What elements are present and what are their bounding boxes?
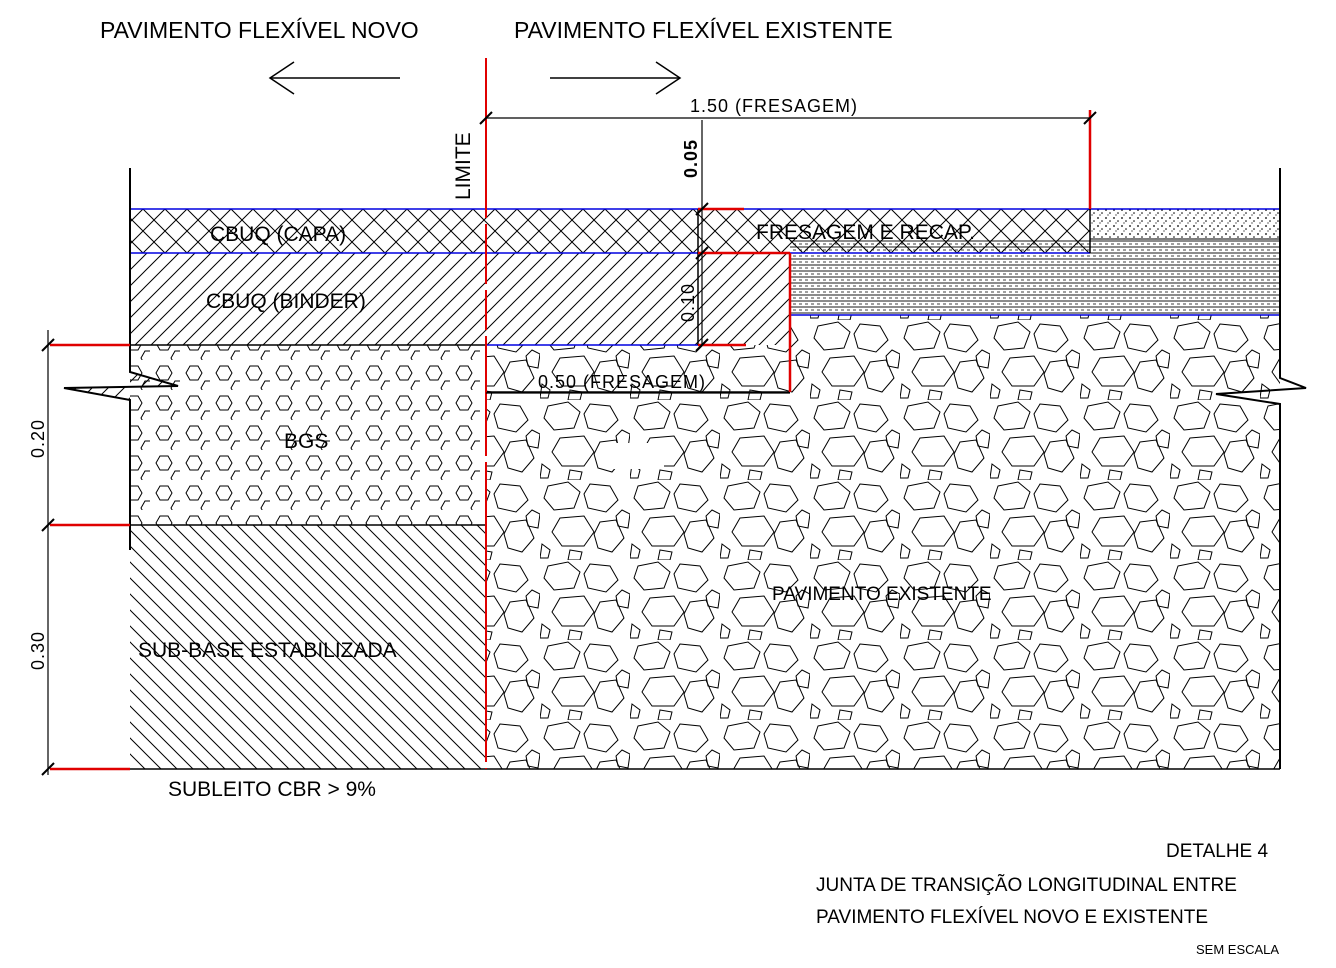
binder-layer [130, 253, 790, 345]
milling-base-dim-text: 0.50 (FRESAGEM) [538, 372, 706, 392]
subbase-layer [130, 525, 486, 769]
existing-pavement-base [486, 315, 1280, 769]
bgs-layer [130, 345, 486, 525]
right-section-edge [1215, 168, 1307, 769]
subbase-thickness-text: 0.30 [28, 631, 48, 670]
caption-line-2: PAVIMENTO FLEXÍVEL NOVO E EXISTENTE [816, 907, 1208, 928]
scale-note: SEM ESCALA [1196, 942, 1279, 957]
new-pavement-title: PAVIMENTO FLEXÍVEL NOVO [100, 17, 419, 43]
dim-line-left-thickness [41, 330, 55, 776]
milling-top-dim-text: 1.50 (FRESAGEM) [690, 96, 858, 116]
bgs-thickness-text: 0.20 [28, 419, 48, 458]
existing-surface-lined [790, 239, 1280, 315]
recap-label: FRESAGEM E RECAP. [756, 221, 975, 244]
dim-line-cap-binder [695, 120, 709, 352]
dim-line-milling-top [479, 111, 1097, 125]
existing-pavement-title: PAVIMENTO FLEXÍVEL EXISTENTE [514, 17, 893, 43]
subbase-label: SUB-BASE ESTABILIZADA [138, 639, 397, 662]
bgs-label: BGS [284, 430, 328, 453]
existing-pavement-label: PAVIMENTO EXISTENTE [772, 584, 992, 605]
subgrade-label: SUBLEITO CBR > 9% [168, 778, 376, 801]
caption-line-1: JUNTA DE TRANSIÇÃO LONGITUDINAL ENTRE [816, 874, 1237, 896]
left-break-fill [64, 372, 178, 400]
arrow-left-icon [268, 61, 400, 95]
existing-blank-patch [612, 443, 664, 469]
binder-thickness-text: 0.10 [678, 283, 698, 322]
capa-layer-new [130, 209, 698, 253]
limit-label: LIMITE [452, 132, 475, 200]
detail-number: DETALHE 4 [1166, 841, 1269, 862]
capa-label: CBUQ (CAPA) [210, 223, 346, 246]
binder-label: CBUQ (BINDER) [206, 290, 366, 313]
cap-thickness-text: 0.05 [681, 139, 701, 178]
milling-base-step [486, 345, 790, 392]
arrow-right-icon [550, 61, 682, 95]
existing-surface-dotted [1090, 209, 1280, 239]
